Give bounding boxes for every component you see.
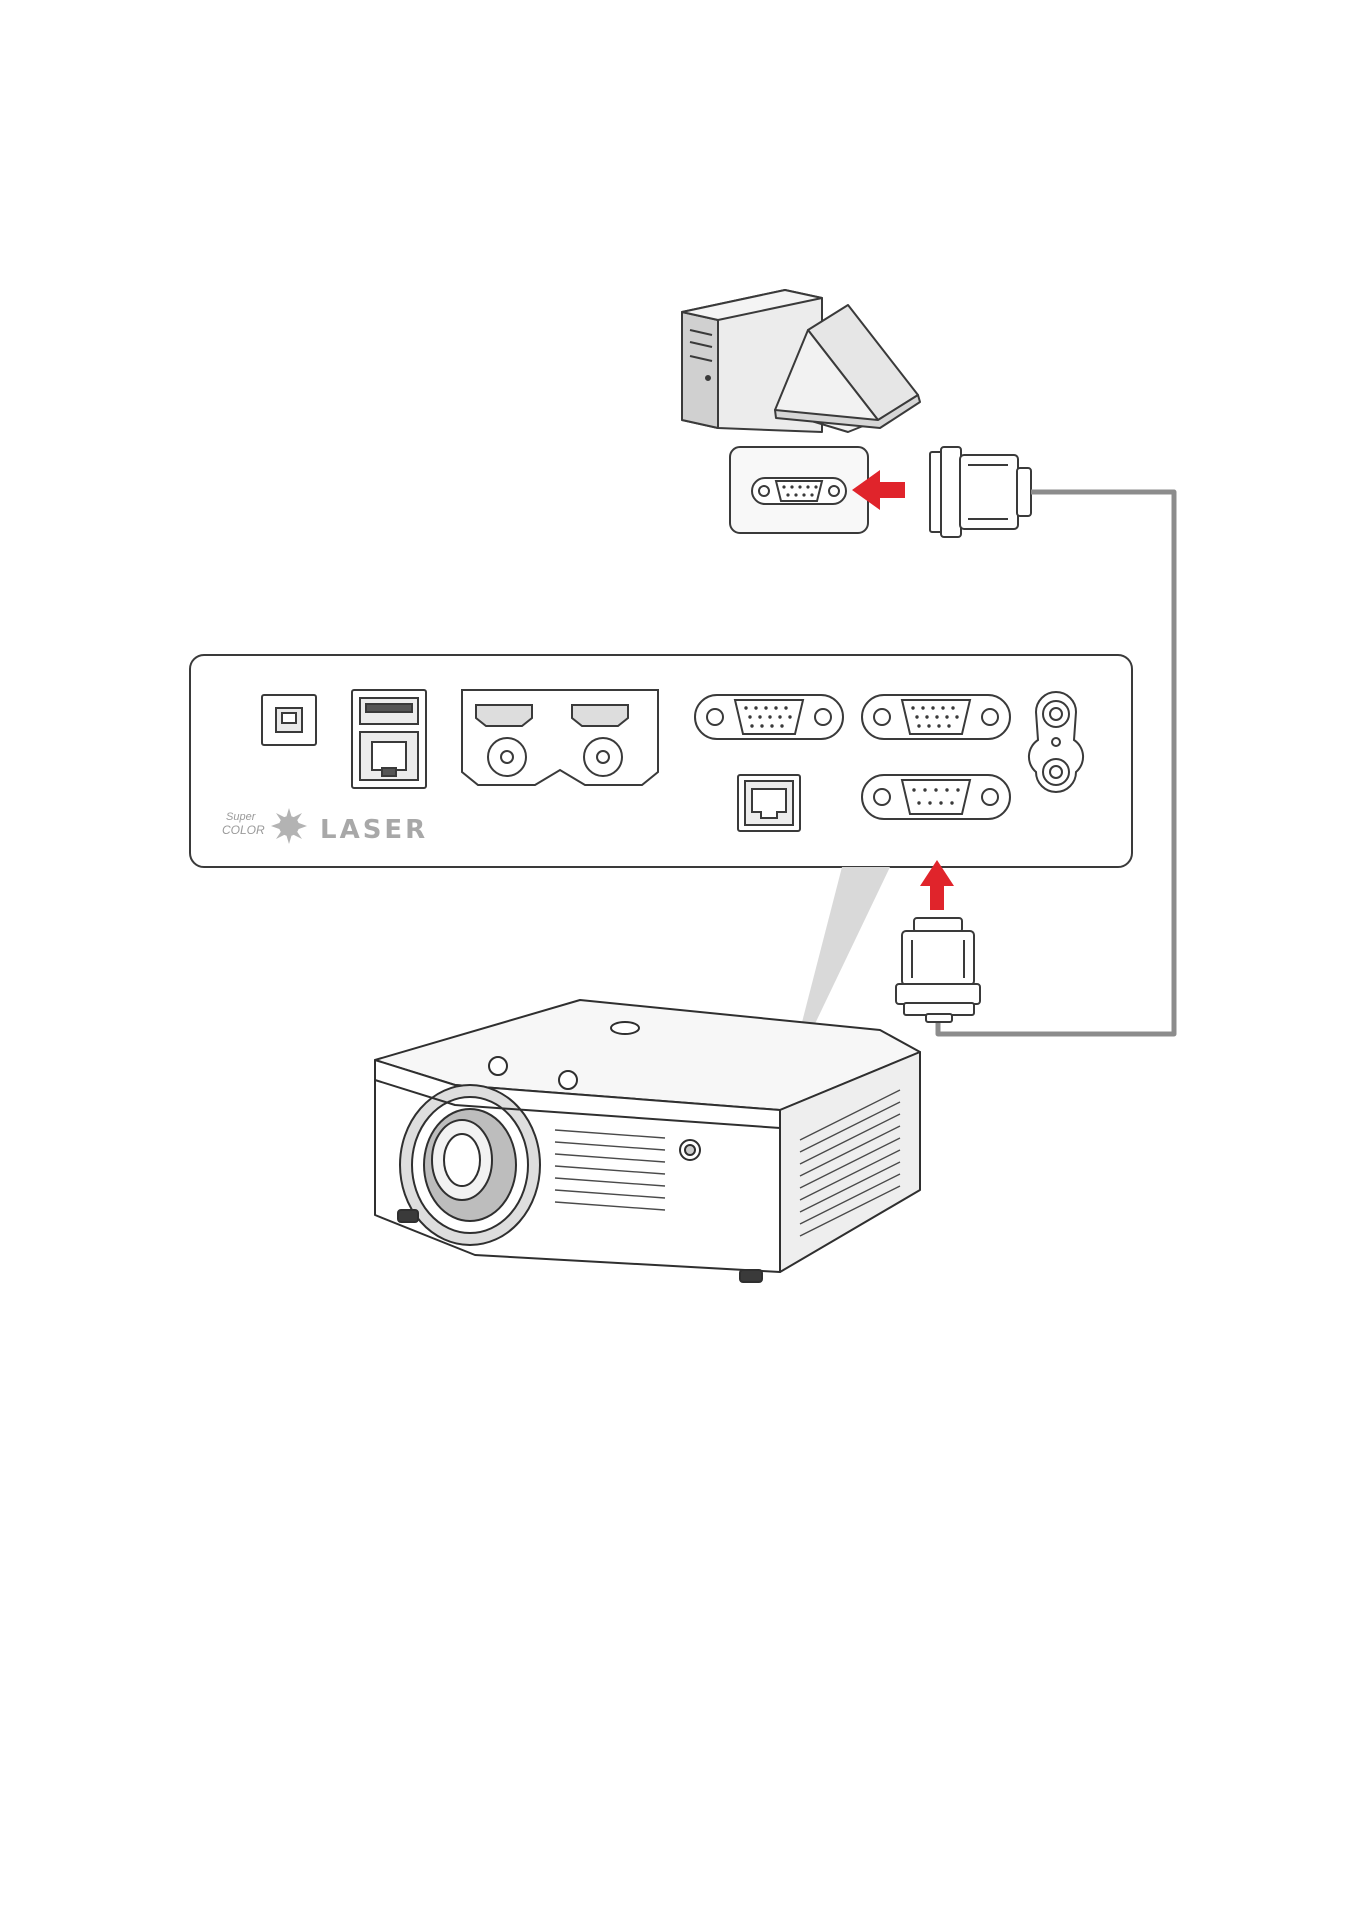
usb-a-lan-port-icon xyxy=(352,690,426,788)
db9-connector-vertical-icon xyxy=(896,918,980,1022)
svg-text:COLOR: COLOR xyxy=(222,823,265,837)
hdmi-ports-icon xyxy=(462,690,658,785)
audio-jacks-icon xyxy=(1029,692,1083,792)
computer-serial-port-panel xyxy=(730,447,868,533)
vga-out-port-icon xyxy=(862,695,1010,739)
lan-port-icon xyxy=(738,775,800,831)
svg-text:LASER: LASER xyxy=(320,815,428,845)
db9-connector-icon xyxy=(930,447,1031,537)
projector-icon xyxy=(375,1000,920,1282)
svg-text:Super: Super xyxy=(226,811,257,823)
starburst-icon xyxy=(271,808,307,844)
projector-rear-panel: Super COLOR LASER xyxy=(190,655,1132,867)
zoom-wedge xyxy=(800,867,890,1030)
vga-in-port-icon xyxy=(695,695,843,739)
rs232-port-icon xyxy=(862,775,1010,819)
serial-port-icon xyxy=(752,478,846,504)
usb-b-port-icon xyxy=(262,695,316,745)
